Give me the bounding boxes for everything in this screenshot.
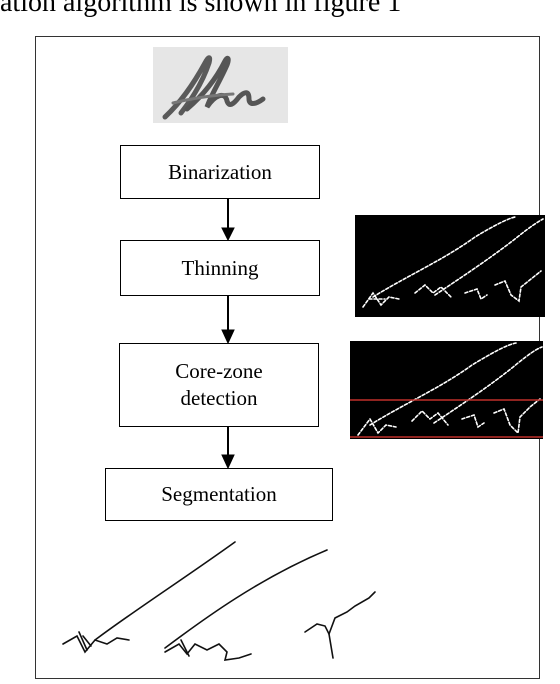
- arrow-binarization-to-thinning: [221, 199, 235, 242]
- step-thinning-box: Thinning: [120, 240, 320, 296]
- arrow-thinning-to-core-zone: [221, 296, 235, 345]
- body-text-line: ation algorithm is shown in figure 1: [0, 0, 402, 18]
- input-handwriting-image: [153, 47, 288, 123]
- segmented-strokes-drawing: [62, 541, 376, 661]
- core-zone-image: [350, 341, 543, 439]
- arrow-core-zone-to-segmentation: [221, 427, 235, 470]
- skeleton-drawing: [362, 216, 544, 308]
- thinned-image: [355, 215, 545, 317]
- handwriting-drawing: [162, 55, 266, 120]
- core-zone-drawing: [350, 342, 543, 438]
- step-segmentation-box: Segmentation: [105, 468, 333, 521]
- step-binarization-box: Binarization: [120, 145, 320, 199]
- step-core-zone-detection-box: Core-zone detection: [119, 343, 319, 427]
